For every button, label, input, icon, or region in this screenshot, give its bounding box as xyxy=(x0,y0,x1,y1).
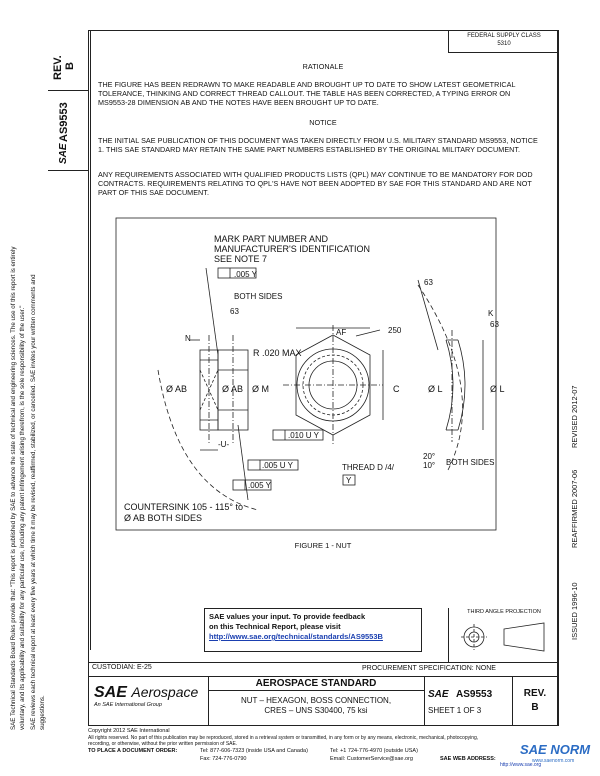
rationale-title: RATIONALE xyxy=(302,62,344,71)
saenorm-watermark: SAE NORM xyxy=(520,742,591,757)
radius-label: R .020 MAX xyxy=(253,348,302,358)
projection-box: THIRD ANGLE PROJECTION xyxy=(448,608,559,663)
u-datum-label: -U- xyxy=(218,440,230,449)
federal-supply-class-label: FEDERAL SUPPLY CLASS xyxy=(467,33,541,39)
y-datum-label: Y xyxy=(346,476,352,485)
spine-divider xyxy=(90,30,91,650)
title-rev-label: REV. xyxy=(523,688,547,699)
mark-note-line1: MARK PART NUMBER AND xyxy=(214,234,329,244)
legal-notice-line2: voluntary, and its applicability and sui… xyxy=(19,305,26,730)
dia-l-label: Ø L xyxy=(428,384,443,394)
chamfer-angle-20: 20° xyxy=(423,452,436,461)
countersink-note-2: Ø AB BOTH SIDES xyxy=(124,513,203,523)
footer-order: TO PLACE A DOCUMENT ORDER: xyxy=(88,748,178,754)
title-line-2: CRES – UNS S30400, 75 ksi xyxy=(264,706,368,715)
footer-tel: Tel: 877-606-7323 (inside USA and Canada… xyxy=(200,748,308,754)
footer-tel-2: Tel: +1 724-776-4970 (outside USA) xyxy=(330,748,418,754)
dia-m-label: Ø M xyxy=(252,384,269,394)
doc-sae-logo: SAE xyxy=(428,689,449,700)
feedback-line-1: SAE values your input. To provide feedba… xyxy=(209,612,366,621)
sae-aerospace-logo: SAE Aerospace An SAE International Group xyxy=(94,684,198,708)
nut-figure xyxy=(115,217,497,531)
spine-doc-number: AS9553 xyxy=(58,102,70,142)
logo-aerospace-text: Aerospace xyxy=(131,684,199,700)
c-label: C xyxy=(393,384,400,394)
footer-web-label: SAE WEB ADDRESS: xyxy=(440,756,496,762)
dia-l-right-label: Ø L xyxy=(490,384,505,394)
dia-ab-left-label: Ø AB xyxy=(166,384,188,394)
federal-supply-class-value: 5310 xyxy=(497,41,511,47)
fcf-bottom-label: .005 Y xyxy=(248,481,271,490)
aerospace-standard-heading: AEROSPACE STANDARD xyxy=(255,678,377,689)
fcf-u2-label: .005 U Y xyxy=(262,461,293,470)
countersink-note-1: COUNTERSINK 105 - 115° to xyxy=(124,502,243,512)
projection-label: THIRD ANGLE PROJECTION xyxy=(467,609,541,615)
spine-rev-label: REV. xyxy=(52,55,64,80)
n-label: N xyxy=(185,334,191,343)
rationale-body: THE FIGURE HAS BEEN REDRAWN TO MAKE READ… xyxy=(98,80,516,107)
doc-number: AS9553 xyxy=(456,689,493,700)
third-angle-projection-icon xyxy=(461,622,545,652)
doc-number-block: SAE AS9553 SHEET 1 OF 3 xyxy=(428,684,492,715)
custodian-label: CUSTODIAN: E-25 xyxy=(92,664,152,671)
footer-rights: All rights reserved. No part of this pub… xyxy=(88,735,479,741)
dia-ab-center-label: Ø AB xyxy=(222,384,244,394)
notice-title: NOTICE xyxy=(309,118,337,127)
thread-label: THREAD D /4/ xyxy=(342,463,395,472)
feedback-line-2: on this Technical Report, please visit xyxy=(209,622,341,631)
logo-tagline: An SAE International Group xyxy=(94,702,162,708)
feedback-link[interactable]: http://www.sae.org/technical/standards/A… xyxy=(209,632,383,641)
saenorm-watermark-sub: www.saenorm.com xyxy=(532,758,575,764)
footer-rights-2: recording, or otherwise, without the pri… xyxy=(88,741,238,747)
title-line-1: NUT – HEXAGON, BOSS CONNECTION, xyxy=(240,696,392,705)
figure-caption: FIGURE 1 - NUT xyxy=(294,541,352,550)
feedback-box: SAE values your input. To provide feedba… xyxy=(204,608,422,652)
mark-note-line2: MANUFACTURER'S IDENTIFICATION xyxy=(214,244,371,254)
angle-250-label: 250 xyxy=(388,326,402,335)
notice-body-1: THE INITIAL SAE PUBLICATION OF THIS DOCU… xyxy=(98,136,538,154)
footer-web-url[interactable]: http://www.sae.org xyxy=(500,762,542,768)
angle-63-label: 63 xyxy=(230,307,239,316)
spine-column xyxy=(48,30,89,650)
mark-note-line3: SEE NOTE 7 xyxy=(214,254,268,264)
footer-fax: Fax: 724-776-0790 xyxy=(200,756,247,762)
legal-notice-line1: SAE Technical Standards Board Rules prov… xyxy=(10,246,17,731)
footer-email: Email: CustomerService@sae.org xyxy=(330,756,413,762)
chamfer-angle-10: 10° xyxy=(423,461,436,470)
sheet-label: SHEET 1 OF 3 xyxy=(428,706,482,715)
spine-revised: REVISED 2012-07 xyxy=(570,385,579,448)
chamfer-both-sides: BOTH SIDES xyxy=(446,458,495,467)
title-rev-value: B xyxy=(531,702,539,713)
both-sides-label: BOTH SIDES xyxy=(234,292,283,301)
federal-supply-class-box: FEDERAL SUPPLY CLASS 5310 xyxy=(448,30,559,53)
procurement-label: PROCUREMENT SPECIFICATION: NONE xyxy=(362,665,496,672)
spine-issued: ISSUED 1996-10 xyxy=(570,582,579,640)
spine-sae-logo: SAE xyxy=(58,143,69,164)
legal-notice-line3: SAE reviews each technical report at lea… xyxy=(30,274,37,730)
footer-copyright: Copyright 2012 SAE International xyxy=(88,728,170,734)
logo-sae-text: SAE xyxy=(94,684,127,701)
legal-notice-line4: suggestions. xyxy=(39,695,46,730)
angle-63-label-k: 63 xyxy=(490,320,499,329)
af-label: AF xyxy=(336,328,347,337)
angle-63-label-right: 63 xyxy=(424,278,433,287)
fcf-u-label: .010 U Y xyxy=(288,431,319,440)
k-label: K xyxy=(488,309,494,318)
fcf-top-label: .005 Y xyxy=(234,270,257,279)
notice-body-2: ANY REQUIREMENTS ASSOCIATED WITH QUALIFI… xyxy=(98,170,533,197)
spine-rev-value: B xyxy=(64,62,76,70)
spine-reaffirmed: REAFFIRMED 2007-06 xyxy=(570,469,579,548)
